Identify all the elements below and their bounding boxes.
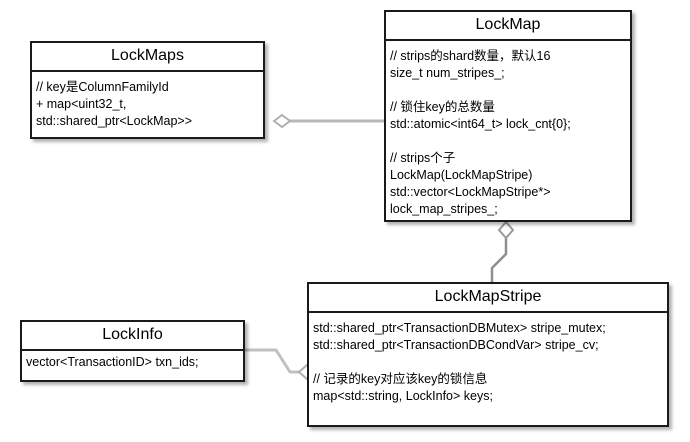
connector-lockmaps-lockmap xyxy=(272,113,384,129)
class-box-lockmaps[interactable]: LockMaps // key是ColumnFamilyId + map<uin… xyxy=(30,41,265,139)
class-members-lockmaps: // key是ColumnFamilyId + map<uint32_t, st… xyxy=(36,80,192,128)
class-name-lockmaps: LockMaps xyxy=(32,43,263,72)
class-box-lockmapstripe[interactable]: LockMapStripe std::shared_ptr<Transactio… xyxy=(307,282,669,427)
connector-lockmap-lockmapstripe xyxy=(490,220,515,282)
class-box-lockmap[interactable]: LockMap // strips的shard数量，默认16 size_t nu… xyxy=(384,10,632,222)
class-members-lockinfo: vector<TransactionID> txn_ids; xyxy=(26,355,199,369)
class-name-lockmapstripe: LockMapStripe xyxy=(309,284,667,313)
class-name-lockmap: LockMap xyxy=(386,12,630,41)
class-members-lockmapstripe: std::shared_ptr<TransactionDBMutex> stri… xyxy=(313,321,606,403)
class-box-lockinfo[interactable]: LockInfo vector<TransactionID> txn_ids; xyxy=(20,320,245,382)
class-members-lockmap: // strips的shard数量，默认16 size_t num_stripe… xyxy=(390,49,571,216)
aggregation-diamond-lockmaps xyxy=(272,113,292,129)
class-name-lockinfo: LockInfo xyxy=(22,322,243,351)
connector-lockmapstripe-lockinfo xyxy=(245,348,317,381)
aggregation-diamond-lockmap xyxy=(497,220,515,240)
